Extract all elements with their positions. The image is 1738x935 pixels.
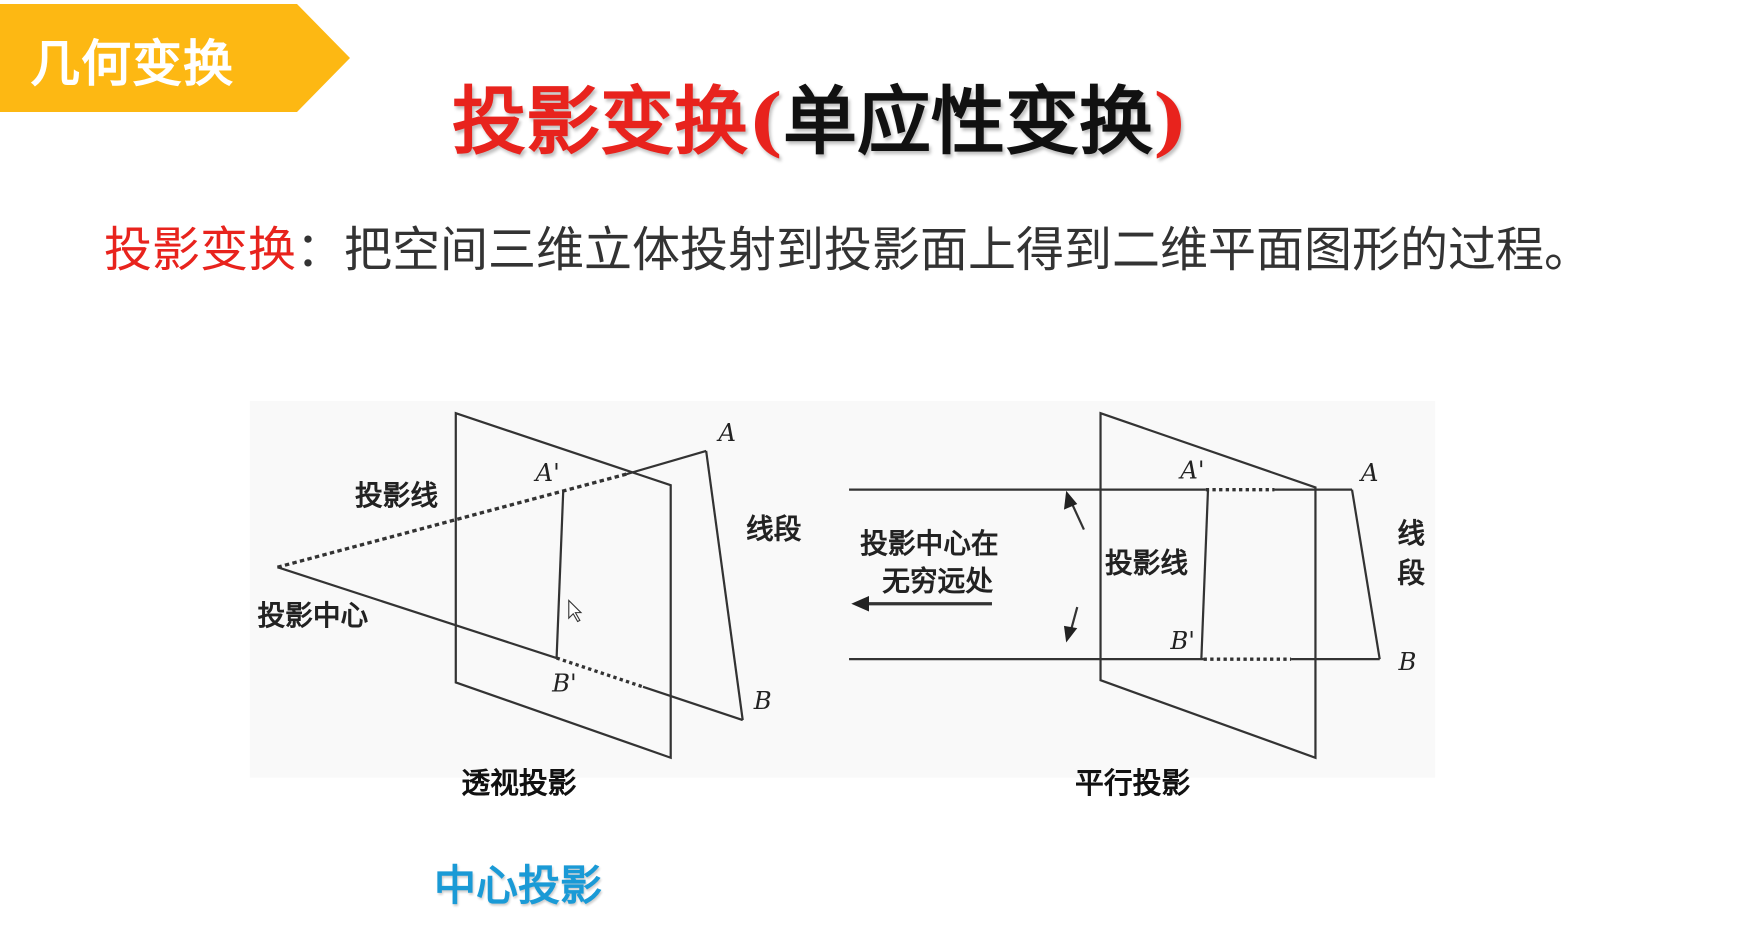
label-b-prime: B' [551,668,577,697]
page-title: 投影变换(单应性变换) [452,62,1188,169]
title-close: ) [1153,79,1189,165]
label-a-parallel: A [1359,458,1379,487]
segment-ab-parallel [1350,489,1381,660]
section-tag-label: 几何变换 [30,35,234,93]
projected-segment-parallel [1200,489,1210,660]
segment-ab [705,450,744,721]
arrow-left-head [851,596,869,612]
section-tag: 几何变换 [0,4,350,112]
arrow-up-head [1063,490,1078,510]
projection-plane [454,411,672,760]
caption-parallel: 平行投影 [1075,766,1190,800]
definition-colon: ： [296,222,345,278]
definition-term: 投影变换 [104,222,297,278]
label-b-prime-parallel: B' [1169,626,1195,655]
projection-plane-parallel [1099,411,1317,760]
projected-segment [555,490,565,659]
label-b: B [753,686,772,715]
definition-text: 把空间三维立体投射到投影面上得到二维平面图形的过程。 [344,222,1593,278]
label-a-prime: A' [534,458,560,487]
projection-line-a-dotted [276,472,627,569]
title-sub: 单应性变换 [783,79,1154,165]
mouse-cursor-icon [568,599,583,623]
label-a-prime-parallel: A' [1178,456,1204,485]
projection-line-b-end [642,685,744,722]
arrow-down-head [1063,625,1078,643]
subheading: 中心投影 [434,861,603,910]
label-segment-parallel-2: 段 [1397,557,1425,590]
label-a: A [716,418,736,447]
title-main: 投影变换( [452,79,784,165]
projection-line-b [277,566,557,660]
label-segment-parallel-1: 线 [1397,517,1425,550]
perspective-diagram [276,411,744,760]
label-projection-line: 投影线 [355,479,438,512]
parallel-diagram [849,411,1381,760]
label-b-parallel: B [1398,647,1417,676]
projection-line-b-dotted [556,656,644,689]
projection-line-a [626,449,707,476]
label-segment: 线段 [746,512,802,545]
label-projection-center: 投影中心 [257,599,368,632]
caption-perspective: 透视投影 [461,766,576,800]
label-center-infinity-2: 无穷远处 [882,564,993,597]
label-projection-line-parallel: 投影线 [1105,547,1188,580]
label-center-infinity-1: 投影中心在 [860,527,998,560]
definition: 投影变换：把空间三维立体投射到投影面上得到二维平面图形的过程。 [104,210,1592,280]
diagram-background [249,401,1436,778]
